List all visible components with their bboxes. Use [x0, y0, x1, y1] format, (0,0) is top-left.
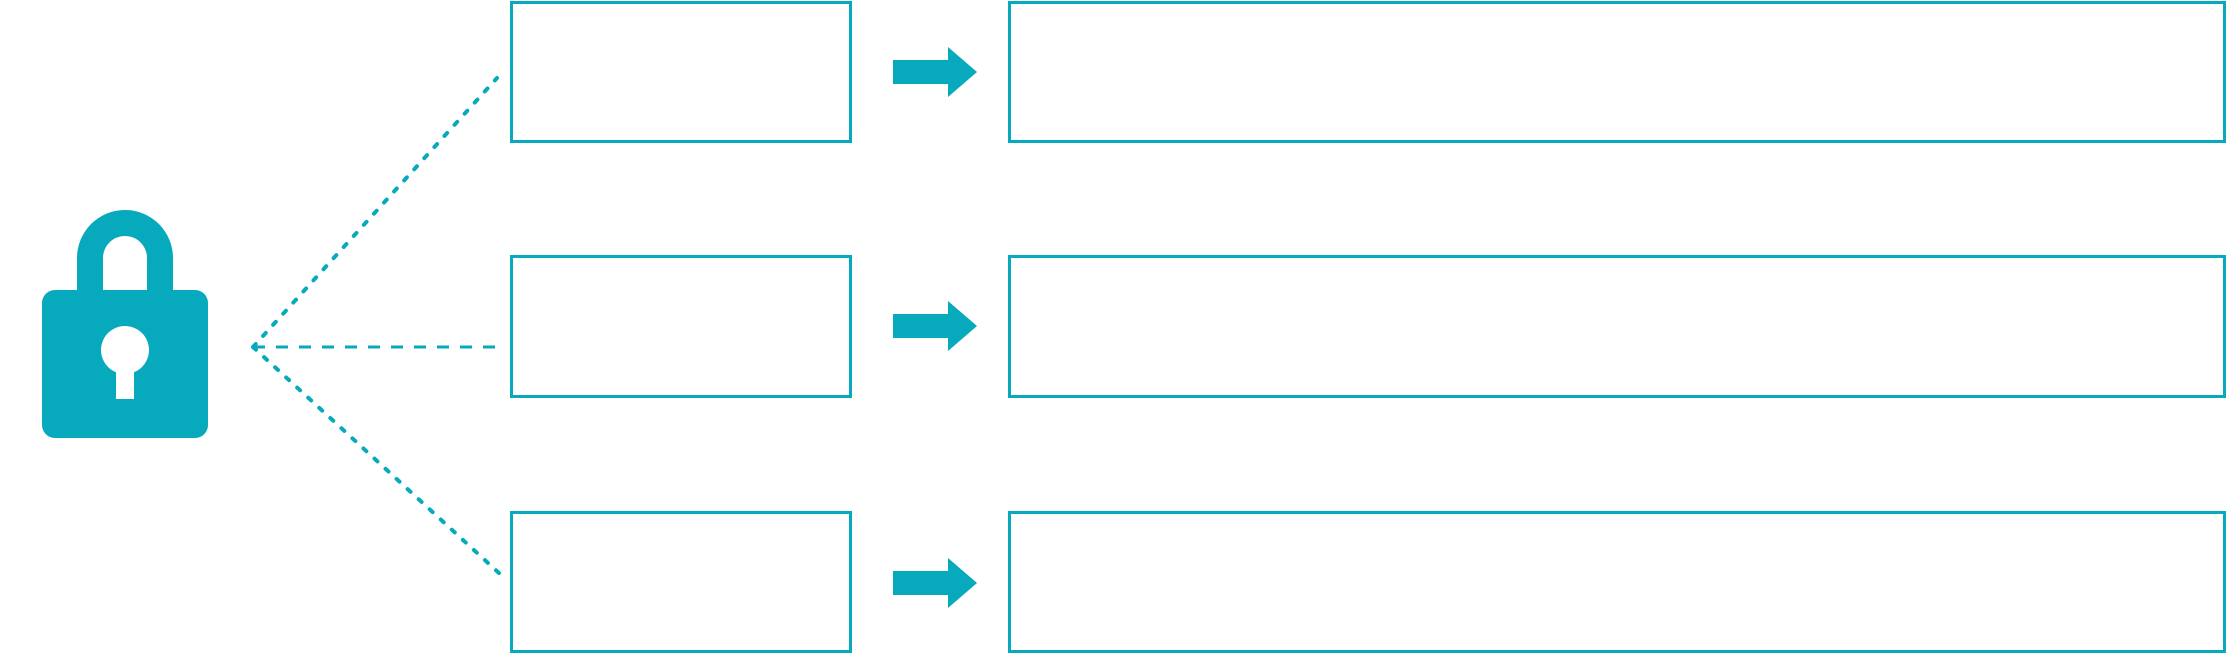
row-2 [510, 255, 2226, 398]
label-right-box-row-3 [1008, 511, 2226, 653]
connector-row-3 [251, 345, 502, 576]
left-box-row-2[interactable] [510, 255, 852, 398]
right-box-row-3[interactable] [1008, 511, 2226, 653]
label-right-box-row-1 [1008, 1, 2226, 143]
left-box-row-1[interactable] [510, 1, 852, 143]
left-box-row-3[interactable] [510, 511, 852, 653]
arrow-right-icon [893, 558, 977, 608]
label-left-box-row-3 [510, 511, 852, 653]
arrow-right-icon [893, 47, 977, 97]
label-right-box-row-2 [1008, 255, 2226, 398]
label-left-box-row-1 [510, 1, 852, 143]
row-1 [510, 1, 2226, 143]
label-left-box-row-2 [510, 255, 852, 398]
right-box-row-2[interactable] [1008, 255, 2226, 398]
arrow-right-icon [893, 301, 977, 351]
lock-icon [42, 210, 208, 438]
connector-row-1 [251, 76, 499, 349]
right-box-row-1[interactable] [1008, 1, 2226, 143]
row-3 [510, 511, 2226, 653]
connector-group [251, 76, 502, 576]
